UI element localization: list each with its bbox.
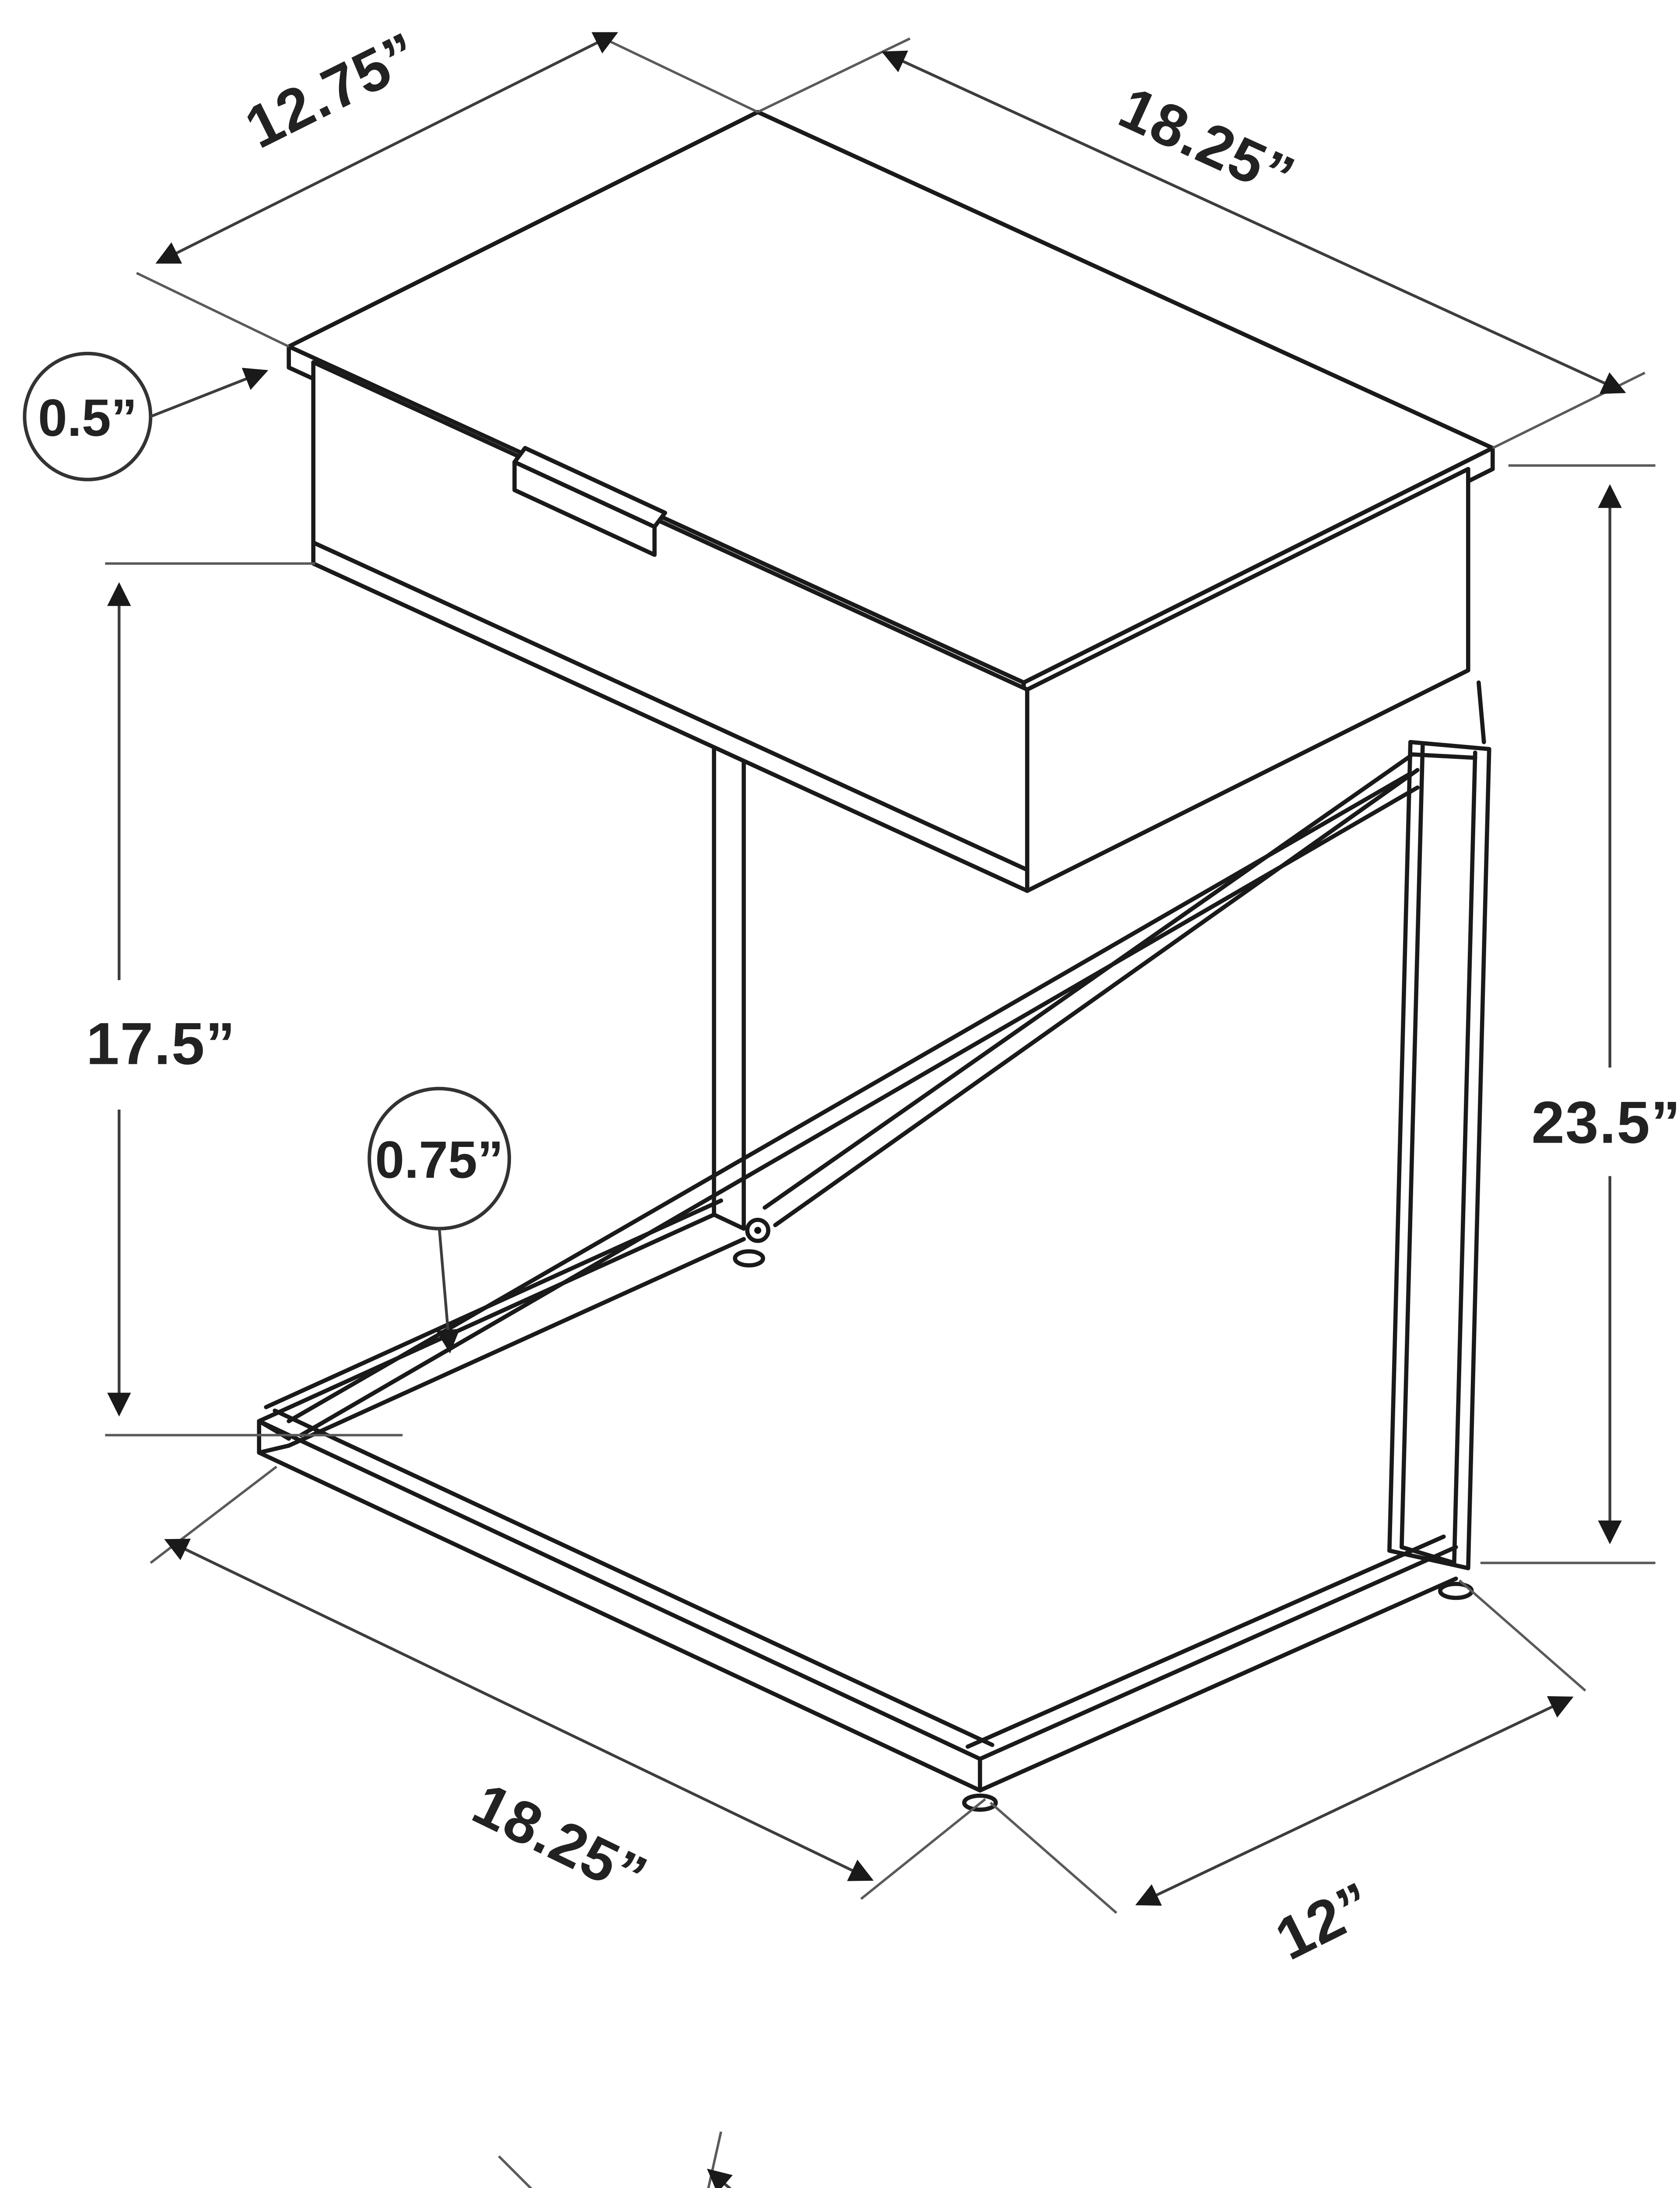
foot-back [733,1249,765,1268]
callout-frame-tube: 0.75” [368,1087,511,1353]
dim-label-frame-tube: 0.75” [375,1131,503,1189]
dim-label-overall-height: 23.5” [1531,1089,1680,1156]
dim-base-depth: 12” [990,1579,1586,1973]
drawer-box [311,360,1470,893]
metal-frame [257,680,1491,1812]
callout-top-thickness: 0.5” [23,351,269,481]
drawer-handle-slot [512,446,667,557]
dim-label-drawer-to-base: 17.5” [86,1010,236,1077]
figure-table-assembled: 12.75” 18.25” 0.5” 17.5” 23.5” [23,19,1680,1973]
dim-label-top-depth: 12.75” [235,19,429,161]
dim-drawer-to-base: 17.5” [86,562,403,1437]
dim-base-width: 18.25” [150,1466,986,1911]
dim-inner-depth: 9.25” [498,2155,532,2188]
right-frame-panel [1387,680,1491,1571]
figure-drawer-detail: 9.25” 15.25” 4” 2.75” 18.25” [498,2131,1314,2188]
dim-label-base-width: 18.25” [463,1770,658,1911]
dim-label-base-depth: 12” [1265,1869,1383,1973]
dim-overall-height: 23.5” [1480,464,1680,1564]
diagonal-braces [287,754,1420,1438]
dim-label-top-width: 18.25” [1110,74,1305,211]
dim-inner-width: 15.25” [707,2131,1314,2188]
dim-label-top-thickness: 0.5” [38,389,137,447]
